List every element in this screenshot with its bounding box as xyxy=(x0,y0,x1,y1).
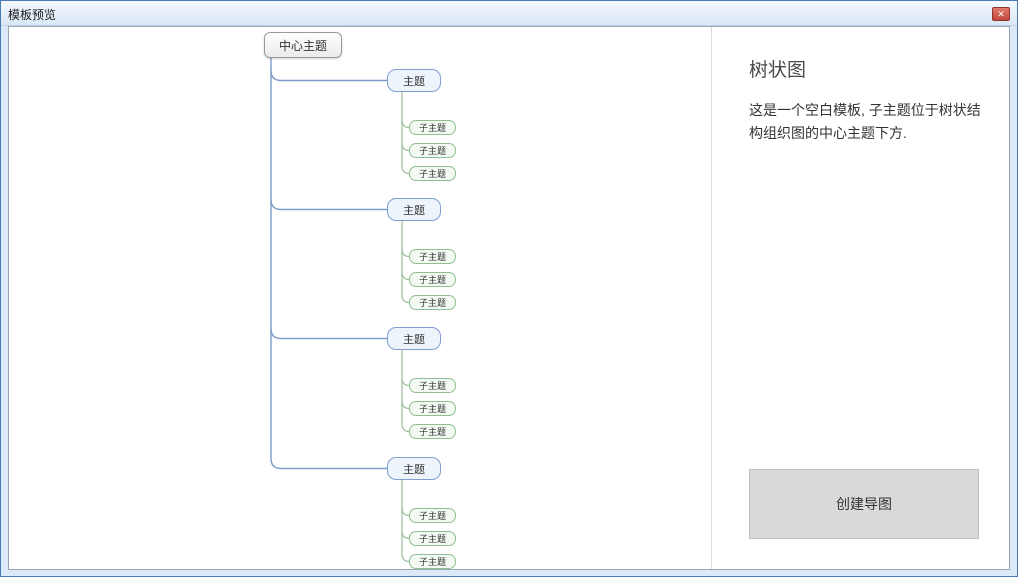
subtopic-node: 子主题 xyxy=(409,554,456,569)
subtopic-node: 子主题 xyxy=(409,272,456,287)
info-panel: 树状图 这是一个空白模板, 子主题位于树状结构组织图的中心主题下方. 创建导图 xyxy=(712,27,1009,569)
window-title: 模板预览 xyxy=(8,8,57,22)
topic-node: 主题 xyxy=(387,198,441,221)
close-icon: ✕ xyxy=(997,8,1005,19)
titlebar[interactable]: 模板预览 ✕ xyxy=(1,1,1017,26)
template-title: 树状图 xyxy=(749,60,807,81)
close-button[interactable]: ✕ xyxy=(992,7,1010,21)
topic-node: 主题 xyxy=(387,69,441,92)
subtopic-node: 子主题 xyxy=(409,143,456,158)
topic-node: 主题 xyxy=(387,457,441,480)
subtopic-node: 子主题 xyxy=(409,424,456,439)
subtopic-node: 子主题 xyxy=(409,401,456,416)
subtopic-node: 子主题 xyxy=(409,531,456,546)
central-topic-node: 中心主题 xyxy=(264,32,342,58)
topic-node: 主题 xyxy=(387,327,441,350)
panel-divider xyxy=(711,27,712,569)
connector-lines xyxy=(270,58,410,563)
create-map-button[interactable]: 创建导图 xyxy=(749,469,979,539)
window-content: 中心主题 主题 主题 主题 主题 子主题 子主题 子主题 子主题 子主题 子主题… xyxy=(8,26,1010,570)
subtopic-node: 子主题 xyxy=(409,378,456,393)
subtopic-node: 子主题 xyxy=(409,120,456,135)
subtopic-node: 子主题 xyxy=(409,166,456,181)
template-description: 这是一个空白模板, 子主题位于树状结构组织图的中心主题下方. xyxy=(749,102,981,142)
mindmap-canvas: 中心主题 主题 主题 主题 主题 子主题 子主题 子主题 子主题 子主题 子主题… xyxy=(9,27,711,569)
subtopic-node: 子主题 xyxy=(409,295,456,310)
subtopic-node: 子主题 xyxy=(409,249,456,264)
subtopic-node: 子主题 xyxy=(409,508,456,523)
